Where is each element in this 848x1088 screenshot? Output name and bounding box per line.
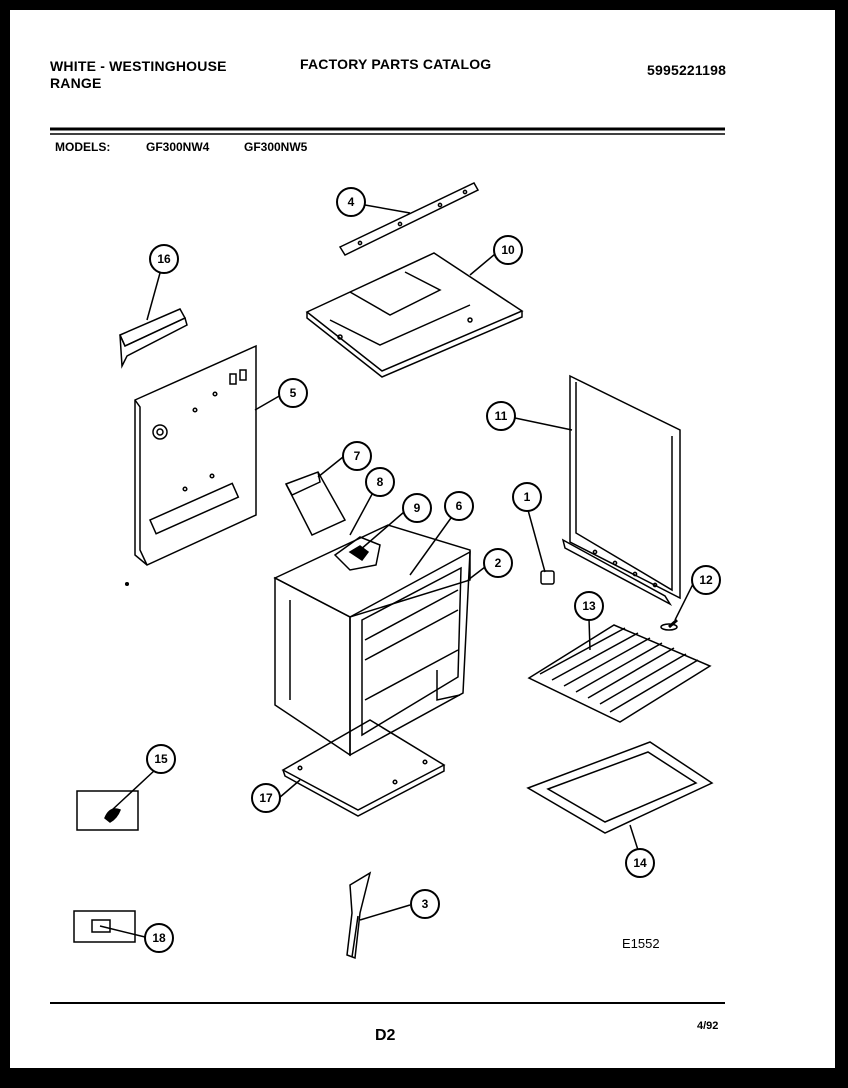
page-number: D2 — [375, 1027, 396, 1044]
leader-5 — [254, 394, 282, 411]
svg-text:18: 18 — [152, 931, 166, 945]
part-18-tag — [73, 910, 136, 943]
leader-1 — [527, 509, 546, 573]
callout-4: 4 — [336, 187, 366, 217]
model-number: GF300NW5 — [244, 140, 308, 154]
models-label: MODELS: — [55, 140, 111, 154]
svg-text:4: 4 — [348, 195, 355, 209]
svg-text:16: 16 — [157, 252, 171, 266]
part-2-oven-body — [273, 524, 471, 757]
part-17-bottom-panel — [281, 719, 446, 817]
svg-text:8: 8 — [377, 475, 384, 489]
svg-text:11: 11 — [495, 409, 508, 423]
leader-15 — [111, 769, 156, 811]
leader-17 — [278, 779, 301, 799]
part-7-vent-duct — [284, 471, 347, 536]
callout-12: 12 — [691, 565, 721, 595]
part-3-hinge — [346, 871, 372, 960]
callout-8: 8 — [365, 467, 395, 497]
leader-3 — [359, 904, 411, 921]
svg-text:2: 2 — [495, 556, 502, 570]
brand-line-1: WHITE - WESTINGHOUSE — [50, 58, 227, 74]
callout-13: 13 — [574, 591, 604, 621]
svg-text:9: 9 — [414, 501, 421, 515]
callout-3: 3 — [410, 889, 440, 919]
svg-text:17: 17 — [259, 791, 273, 805]
leader-4 — [364, 204, 411, 214]
leader-14 — [629, 824, 639, 851]
part-12-leveling-leg — [660, 618, 678, 631]
callout-2: 2 — [483, 548, 513, 578]
svg-text:5: 5 — [290, 386, 297, 400]
callout-1: 1 — [512, 482, 542, 512]
callout-11: 11 — [486, 401, 516, 431]
catalog-number: 5995221198 — [647, 62, 727, 78]
part-13-oven-rack — [527, 624, 712, 723]
callout-15: 15 — [146, 744, 176, 774]
callout-10: 10 — [493, 235, 523, 265]
part-4-trim-bar — [338, 182, 480, 256]
part-9-burner-box — [333, 536, 381, 571]
revision-date: 4/92 — [697, 1020, 719, 1032]
part-10-top-panel — [305, 252, 524, 378]
leader-12 — [674, 583, 694, 621]
drawing-id: E1552 — [622, 936, 660, 951]
callout-14: 14 — [625, 848, 655, 878]
leader-9 — [359, 511, 405, 551]
svg-text:7: 7 — [354, 449, 361, 463]
leader-18 — [99, 925, 146, 938]
catalog-title: FACTORY PARTS CATALOG — [300, 56, 492, 72]
callout-6: 6 — [444, 491, 474, 521]
svg-text:6: 6 — [456, 499, 463, 513]
svg-text:10: 10 — [501, 243, 515, 257]
leader-13 — [588, 618, 591, 651]
callout-7: 7 — [342, 441, 372, 471]
callout-18: 18 — [144, 923, 174, 953]
callout-5: 5 — [278, 378, 308, 408]
part-14-broil-pan — [526, 741, 714, 834]
leader-10 — [469, 253, 496, 276]
part-1-knob — [540, 570, 555, 585]
svg-text:3: 3 — [422, 897, 429, 911]
svg-text:12: 12 — [699, 573, 713, 587]
callout-9: 9 — [402, 493, 432, 523]
svg-text:1: 1 — [524, 490, 531, 504]
svg-text:13: 13 — [582, 599, 596, 613]
svg-text:15: 15 — [154, 752, 168, 766]
part-15-clip — [76, 790, 139, 831]
svg-text:14: 14 — [633, 856, 647, 870]
callout-16: 16 — [149, 244, 179, 274]
model-number: GF300NW4 — [146, 140, 210, 154]
part-16-bracket — [119, 308, 188, 369]
leader-11 — [514, 417, 573, 431]
leader-16 — [146, 272, 161, 321]
leader-7 — [317, 456, 344, 478]
leader-2 — [467, 566, 486, 581]
callout-17: 17 — [251, 783, 281, 813]
part-11-side-panel — [561, 374, 681, 606]
leader-6 — [409, 510, 457, 576]
brand-line-2: RANGE — [50, 75, 102, 91]
part-5-back-panel — [134, 344, 257, 566]
